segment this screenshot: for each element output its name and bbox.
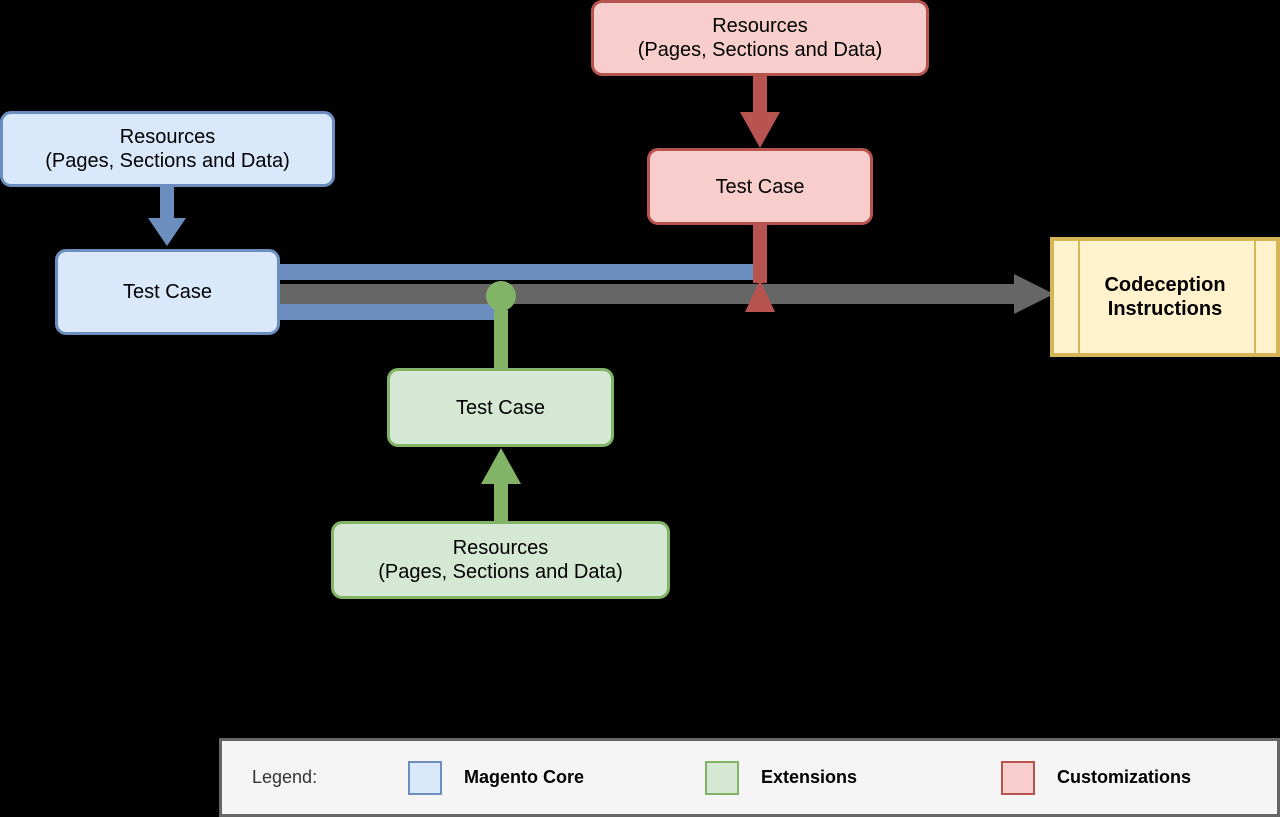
legend-label-core: Magento Core xyxy=(464,767,585,787)
custom-resources-title: Resources xyxy=(712,15,808,37)
ext-resources-subtitle: (Pages, Sections and Data) xyxy=(378,561,623,583)
legend-label-customizations: Customizations xyxy=(1057,767,1192,787)
output-title-line1: Codeception xyxy=(1104,274,1226,296)
legend-title-item: Legend: xyxy=(252,741,317,814)
ext-resources-box[interactable]: Resources (Pages, Sections and Data) xyxy=(331,521,670,599)
core-test-case-connectors xyxy=(279,264,753,320)
custom-test-case-label: Test Case xyxy=(715,175,805,198)
extension-connectors xyxy=(481,281,521,522)
ext-test-case-label: Test Case xyxy=(456,396,545,419)
ext-test-case-box[interactable]: Test Case xyxy=(387,368,614,447)
process-left-bar xyxy=(1078,241,1080,353)
core-resources-subtitle: (Pages, Sections and Data) xyxy=(45,150,290,172)
legend-item-extensions: Extensions xyxy=(705,741,857,814)
custom-resources-subtitle: (Pages, Sections and Data) xyxy=(637,39,883,61)
core-resources-title: Resources xyxy=(119,126,216,148)
legend-item-magento-core: Magento Core xyxy=(408,741,584,814)
legend-swatch-core xyxy=(408,760,442,795)
customization-connectors xyxy=(740,76,780,312)
core-test-case-label: Test Case xyxy=(123,281,212,303)
legend-title: Legend: xyxy=(252,767,318,787)
custom-resources-box[interactable]: Resources (Pages, Sections and Data) xyxy=(591,0,929,76)
legend-label-extensions: Extensions xyxy=(761,767,858,787)
core-test-case-box[interactable]: Test Case xyxy=(55,249,280,335)
custom-test-case-box[interactable]: Test Case xyxy=(647,148,873,225)
legend-swatch-customizations xyxy=(1001,760,1035,795)
legend-swatch-extensions xyxy=(705,760,739,795)
legend: Legend: Magento Core Extensions Customiz… xyxy=(219,738,1280,817)
core-resources-box[interactable]: Resources (Pages, Sections and Data) xyxy=(0,111,335,187)
core-resources-to-test-case-arrow xyxy=(148,186,186,246)
legend-item-customizations: Customizations xyxy=(1001,741,1191,814)
output-title-line2: Instructions xyxy=(1107,298,1223,320)
codeception-instructions-box[interactable]: Codeception Instructions xyxy=(1050,237,1280,357)
ext-resources-title: Resources xyxy=(452,537,549,559)
main-flow-arrow xyxy=(279,274,1054,314)
process-right-bar xyxy=(1254,241,1256,353)
